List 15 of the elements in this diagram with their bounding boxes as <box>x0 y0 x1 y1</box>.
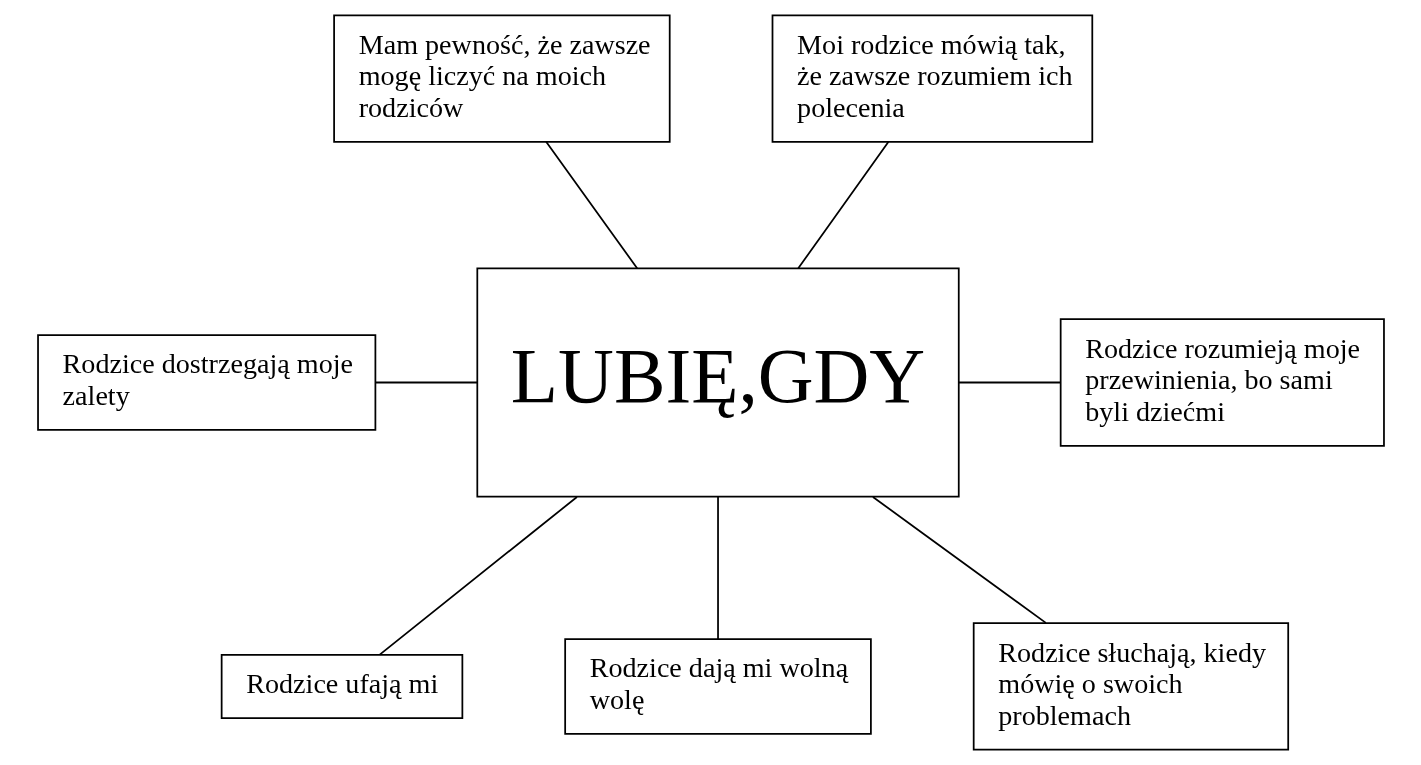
node-box: LUBIĘ,GDY <box>475 267 960 498</box>
connector <box>796 140 889 270</box>
connector <box>957 381 1061 384</box>
node-box: Rodzice ufają mi <box>220 653 463 719</box>
node-box: Rodzice słuchają, kiedy mówię o swoich problemach <box>972 622 1289 751</box>
connector <box>378 496 578 656</box>
node-box: Rodzice dają mi wolną wolę <box>563 638 872 735</box>
node-box: Rodzice dostrzegają moje zalety <box>36 334 376 431</box>
connector <box>374 381 478 384</box>
node-box: Rodzice rozumieją moje przewinienia, bo sami byli dziećmi <box>1059 318 1385 447</box>
node-box: Moi rodzice mówią tak, że zawsze rozumiem ich polecenia <box>771 14 1093 143</box>
connector <box>871 496 1047 624</box>
connector <box>544 140 638 270</box>
node-box: Mam pewność, że zawsze mogę liczyć na moich rodziców <box>332 14 671 143</box>
connector <box>716 496 719 640</box>
